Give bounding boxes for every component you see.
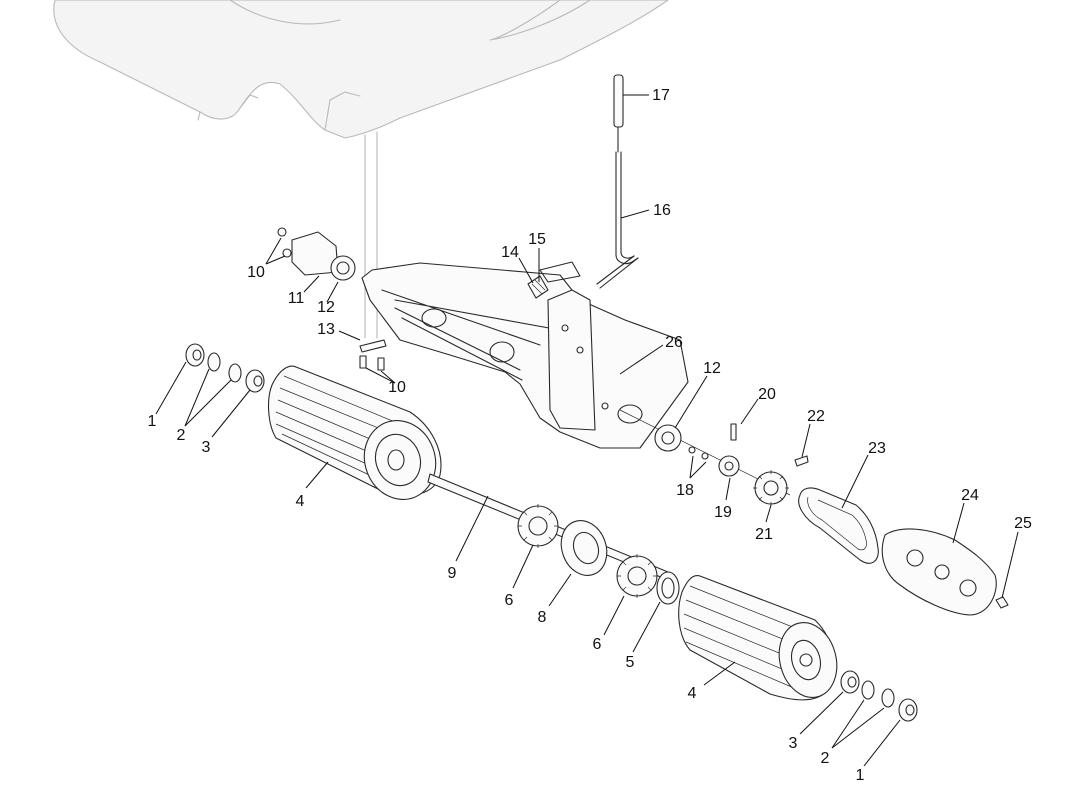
roller-left [267, 365, 442, 500]
callout-5: 5 [626, 654, 635, 671]
callout-24: 24 [961, 487, 979, 504]
chain-23 [798, 487, 879, 564]
washer-2-right-b [881, 688, 895, 708]
washer-18a [688, 446, 696, 454]
callout-3-right: 3 [789, 735, 798, 752]
mower-deck-outline [53, 0, 669, 339]
washer-5 [656, 571, 680, 605]
sprocket-19 [718, 455, 740, 477]
roller-right [678, 574, 838, 701]
bracket-group [277, 227, 549, 371]
cover-24 [881, 528, 997, 616]
callout-16: 16 [653, 202, 671, 219]
pin-20 [730, 423, 737, 441]
callout-12-right: 12 [703, 360, 721, 377]
callout-22: 22 [807, 408, 825, 425]
callout-17: 17 [652, 87, 670, 104]
callout-6-left: 6 [505, 592, 514, 609]
callout-15: 15 [528, 231, 546, 248]
bearing-12 [330, 255, 356, 281]
callout-labels: 1 2 3 4 9 6 8 6 5 4 3 2 1 10 11 12 13 10… [148, 87, 1032, 784]
callout-10-top: 10 [247, 264, 265, 281]
washer-18b [701, 452, 709, 460]
cap-1-left [185, 343, 205, 367]
screw-10a [277, 227, 287, 237]
callout-2-left: 2 [177, 427, 186, 444]
spring-14 [527, 275, 549, 299]
callout-6-right: 6 [593, 636, 602, 653]
center-drive-parts [517, 504, 680, 605]
leader-lines [155, 94, 1019, 767]
bush-3-left [245, 369, 265, 393]
right-end-caps [840, 670, 918, 722]
callout-8: 8 [538, 609, 547, 626]
left-end-caps [185, 343, 265, 393]
callout-26: 26 [665, 334, 683, 351]
callout-1-right: 1 [856, 767, 865, 784]
lever-rod-a [615, 151, 639, 265]
side-drive-parts [619, 409, 1009, 616]
washer-2-left-b [228, 363, 242, 383]
bearing-8 [560, 520, 608, 576]
handle-lever [596, 74, 639, 289]
callout-13: 13 [317, 321, 335, 338]
callout-25: 25 [1014, 515, 1032, 532]
key-22 [794, 455, 809, 467]
callout-4-left: 4 [296, 493, 305, 510]
lever-grip [613, 74, 624, 128]
side-frame-plate [361, 261, 689, 449]
bush-3-right [840, 670, 860, 694]
callout-3-left: 3 [202, 439, 211, 456]
callout-23: 23 [868, 440, 886, 457]
callout-2-right: 2 [821, 750, 830, 767]
bolt-10c [359, 355, 367, 369]
lever-rod-b [620, 151, 635, 259]
callout-18: 18 [676, 482, 694, 499]
washer-2-left-a [207, 352, 221, 372]
callout-14: 14 [501, 244, 519, 261]
callout-11: 11 [288, 290, 305, 307]
callout-9: 9 [448, 565, 457, 582]
callout-12-left: 12 [317, 299, 335, 316]
callout-4-right: 4 [688, 685, 697, 702]
screw-25 [995, 596, 1009, 609]
bolt-10d [377, 357, 385, 371]
screw-10b [282, 248, 292, 258]
washer-2-right-a [861, 680, 875, 700]
callout-20: 20 [758, 386, 776, 403]
callout-1-left: 1 [148, 413, 157, 430]
cap-1-right [898, 698, 918, 722]
callout-10-bottom: 10 [388, 379, 406, 396]
callout-19: 19 [714, 504, 732, 521]
bearing-12b [654, 424, 682, 452]
callout-21: 21 [755, 526, 773, 543]
lever-rod-end [596, 255, 639, 289]
pin-13 [359, 339, 387, 353]
